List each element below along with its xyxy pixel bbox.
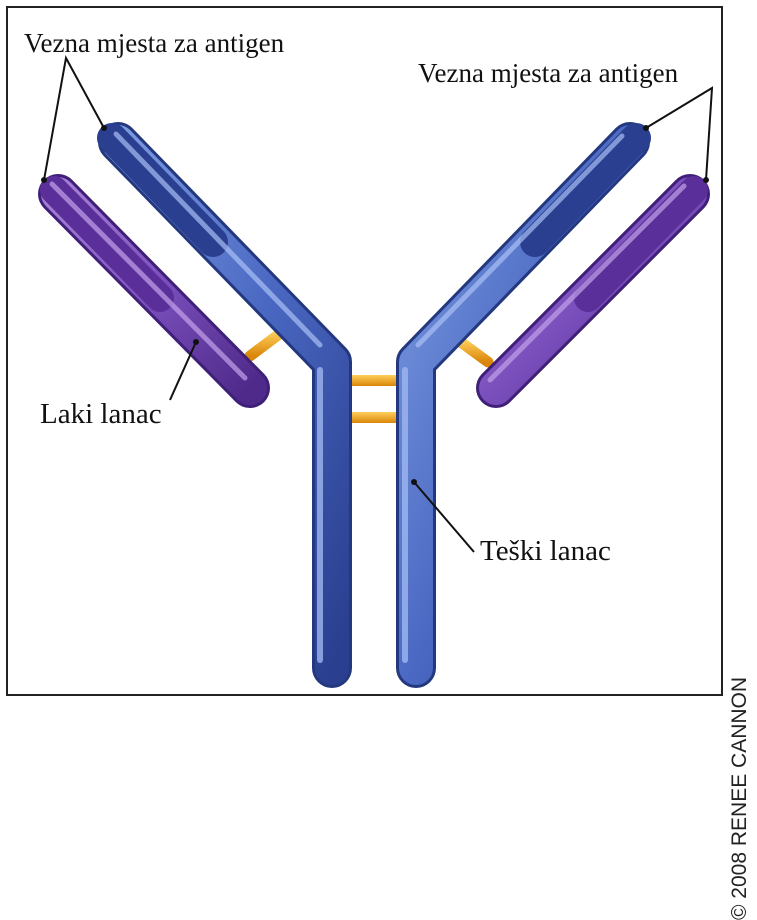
disulfide-bond-left-arm bbox=[250, 332, 282, 356]
leader-antigen-right bbox=[646, 88, 712, 180]
disulfide-bond-right-arm bbox=[458, 340, 488, 362]
leader-light-chain bbox=[170, 342, 196, 400]
disulfide-bond-upper bbox=[346, 375, 402, 386]
light-chain-left bbox=[52, 184, 250, 388]
heavy-chain-label: Teški lanac bbox=[480, 537, 611, 566]
antibody-diagram bbox=[0, 0, 757, 704]
leader-antigen-left bbox=[44, 58, 104, 180]
antigen-binding-site-label-right: Vezna mjesta za antigen bbox=[418, 60, 678, 87]
copyright-notice: © 2008 RENEE CANNON bbox=[726, 700, 754, 920]
disulfide-bond-lower bbox=[346, 412, 402, 423]
light-chain-label: Laki lanac bbox=[40, 400, 162, 429]
light-chain-right bbox=[490, 186, 694, 388]
heavy-chain-right bbox=[405, 136, 636, 668]
antigen-binding-site-label-left: Vezna mjesta za antigen bbox=[24, 30, 284, 57]
